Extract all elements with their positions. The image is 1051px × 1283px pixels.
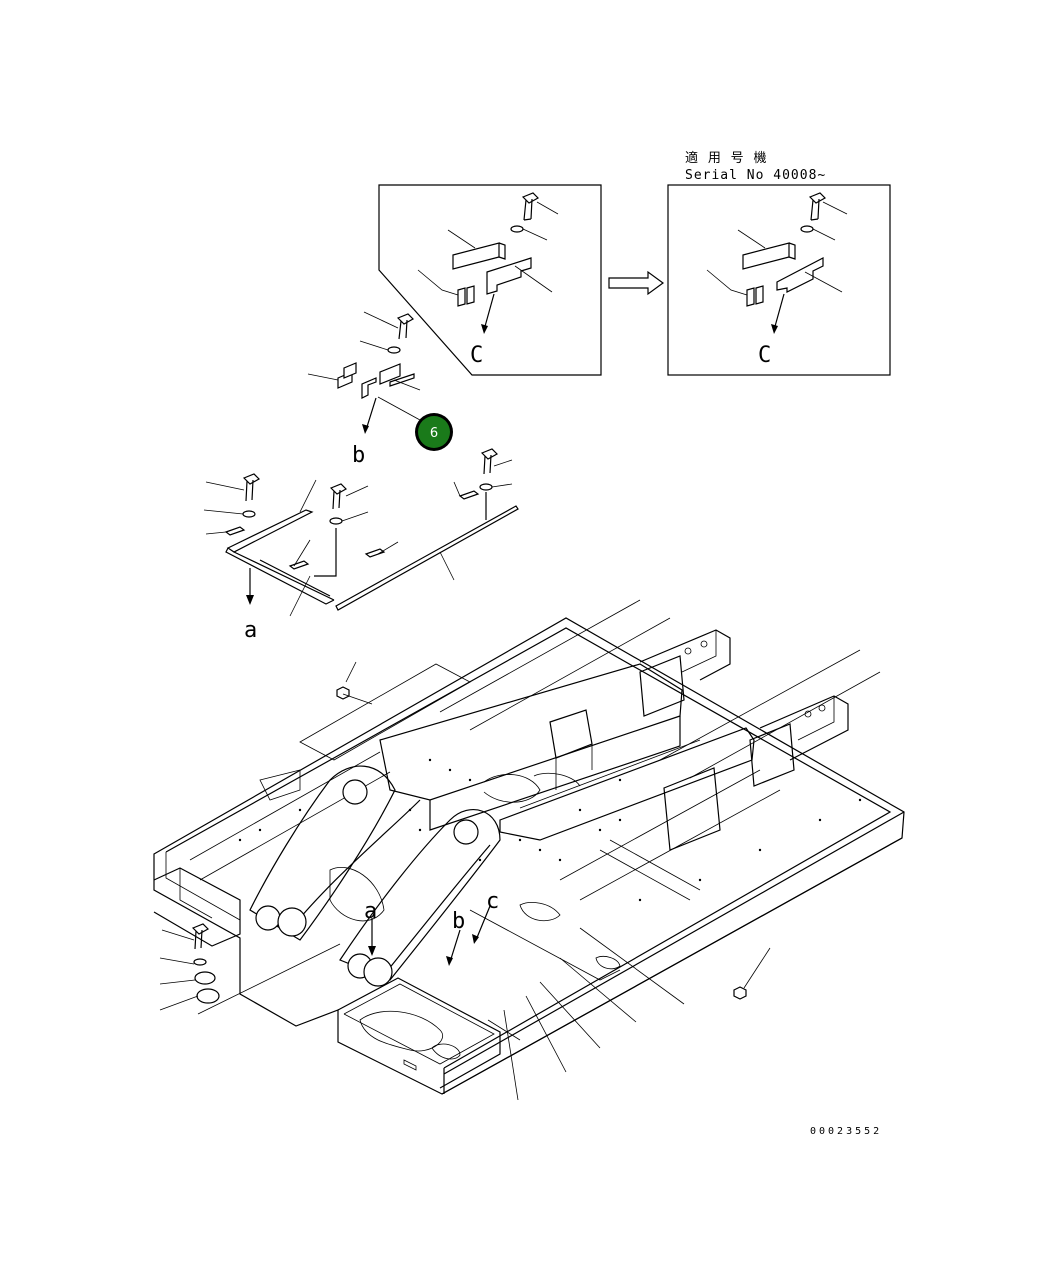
main-frame: a b c — [153, 599, 905, 1095]
label-c-left: C — [470, 343, 483, 368]
callout-marker-number: 6 — [430, 426, 438, 441]
detail-box-after: C — [667, 184, 891, 376]
exploded-cover-plates: a — [203, 448, 519, 643]
label-c-right: C — [758, 343, 771, 368]
leader-lines — [487, 927, 771, 1101]
change-arrow — [608, 270, 665, 296]
serial-note-serial: Serial No 40008~ — [685, 168, 826, 183]
label-c-frame: c — [486, 889, 499, 914]
callout-marker-fill — [418, 416, 450, 448]
detail-box-before: C — [378, 184, 602, 376]
exploded-pin-parts — [159, 923, 341, 1015]
callout-marker[interactable]: 6 — [415, 413, 453, 451]
exploded-bracket-group: b — [307, 311, 421, 468]
label-a-top: a — [244, 618, 257, 643]
serial-note-japanese: 適 用 号 機 — [685, 150, 767, 166]
label-b-top: b — [352, 443, 365, 468]
label-b-frame: b — [452, 909, 465, 934]
drawing-code: 00023552 — [810, 1126, 882, 1137]
label-a-frame: a — [364, 899, 377, 924]
